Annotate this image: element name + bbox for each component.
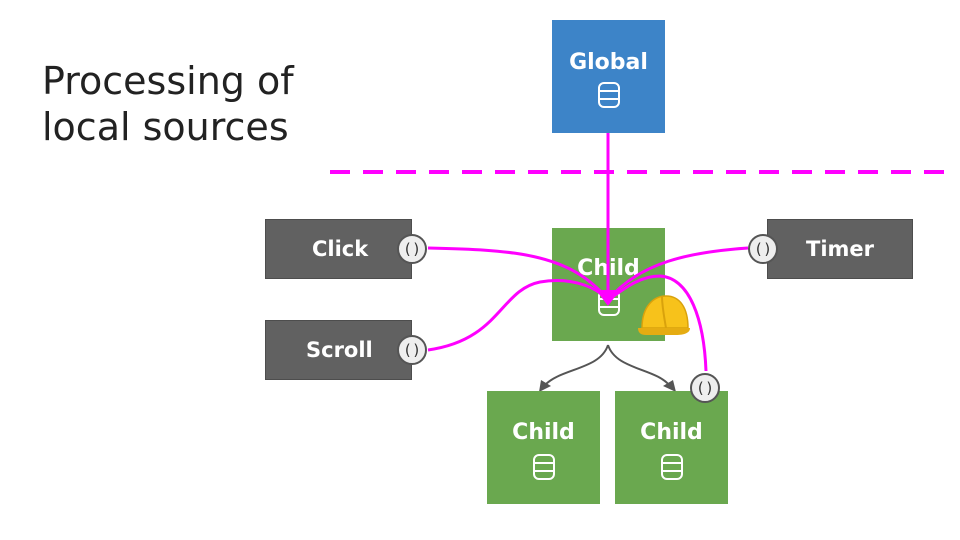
timer-source: Timer [767,219,913,279]
flow-scroll-to-child [427,279,610,352]
database-icon [532,454,555,480]
scroll-label: Scroll [306,338,373,362]
function-icon: () [397,234,427,264]
function-icon: () [397,335,427,365]
flow-timer-to-child [606,246,749,301]
title-line-1: Processing of [42,59,294,103]
flow-arrowhead [596,290,620,306]
page-title: Processing of local sources [42,58,294,150]
child-node-left: Child [487,391,600,504]
arrowhead-right [663,380,676,392]
edge-to-right-child [607,344,671,387]
function-icon: () [690,373,720,403]
scroll-fn-symbol: () [402,341,422,359]
timer-fn-symbol: () [753,240,773,258]
edge-to-left-child [543,344,609,387]
function-icon: () [748,234,778,264]
scroll-source: Scroll [265,320,412,380]
child-edges [543,344,671,387]
flow-child-fn-to-child [607,274,708,372]
click-fn-symbol: () [402,240,422,258]
child-right-label: Child [640,420,703,445]
child-node-right: Child [615,391,728,504]
arrowhead-left [539,380,551,392]
flow-click-to-child [427,246,610,301]
title-line-2: local sources [42,105,289,149]
child-fn-symbol: () [695,379,715,397]
click-label: Click [312,237,369,261]
global-node: Global [552,20,665,133]
global-label: Global [569,50,648,75]
timer-label: Timer [806,237,875,261]
database-icon [660,454,683,480]
database-icon [597,82,620,108]
click-source: Click [265,219,412,279]
hard-hat-icon [638,295,690,335]
child-left-label: Child [512,420,575,445]
